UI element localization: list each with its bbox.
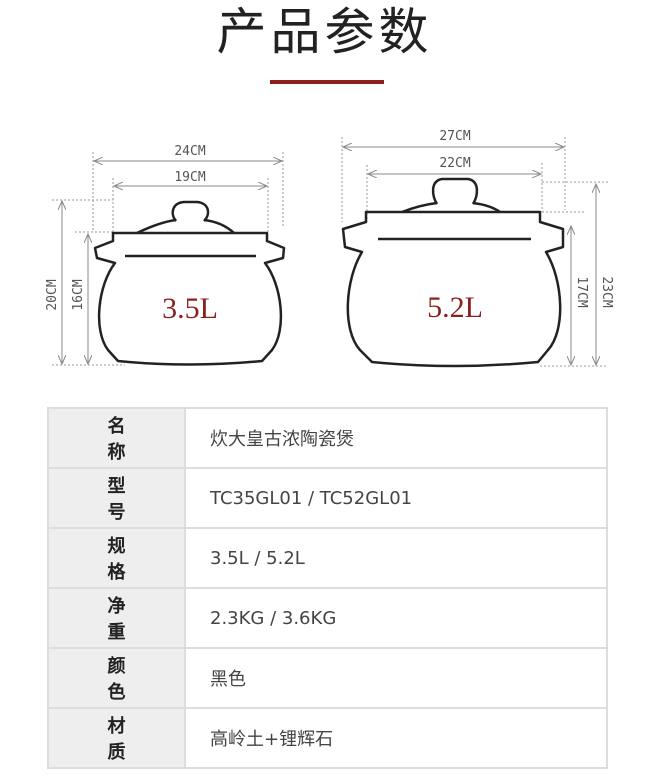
- spec-value: 黑色: [184, 647, 608, 709]
- small-pot-outline: [93, 200, 286, 366]
- small-height-body: 16CM: [71, 279, 86, 310]
- small-capacity: 3.5L: [162, 292, 218, 325]
- small-width-inner: 19CM: [174, 170, 205, 185]
- size-diagram: 24CM 19CM 20CM 16CM 27CM 22CM 17CM 23CM …: [45, 129, 614, 368]
- spec-value: 3.5L / 5.2L: [184, 527, 608, 589]
- guide-lines: [52, 137, 608, 367]
- large-width-outer: 27CM: [439, 129, 470, 144]
- table-row: 颜色黑色: [47, 647, 608, 709]
- small-height-total: 20CM: [45, 279, 60, 310]
- dimension-arrows: [62, 147, 596, 365]
- spec-value: 高岭土+锂辉石: [184, 707, 608, 769]
- page-title: 产品参数: [216, 3, 433, 61]
- large-capacity: 5.2L: [427, 291, 483, 324]
- large-pot-outline: [341, 177, 565, 368]
- spec-label: 材质: [47, 707, 186, 769]
- large-height-total: 23CM: [599, 276, 614, 307]
- spec-value: TC35GL01 / TC52GL01: [184, 467, 608, 529]
- title-underline: [270, 80, 384, 84]
- small-width-outer: 24CM: [174, 144, 205, 159]
- spec-label: 型号: [47, 467, 186, 529]
- spec-label: 名称: [47, 407, 186, 469]
- table-row: 名称炊大皇古浓陶瓷煲: [47, 407, 608, 469]
- spec-label: 净重: [47, 587, 186, 649]
- large-width-inner: 22CM: [439, 156, 470, 171]
- spec-value: 炊大皇古浓陶瓷煲: [184, 407, 608, 469]
- table-row: 材质高岭土+锂辉石: [47, 707, 608, 769]
- spec-value: 2.3KG / 3.6KG: [184, 587, 608, 649]
- spec-label: 规格: [47, 527, 186, 589]
- large-height-body: 17CM: [574, 276, 589, 307]
- spec-label: 颜色: [47, 647, 186, 709]
